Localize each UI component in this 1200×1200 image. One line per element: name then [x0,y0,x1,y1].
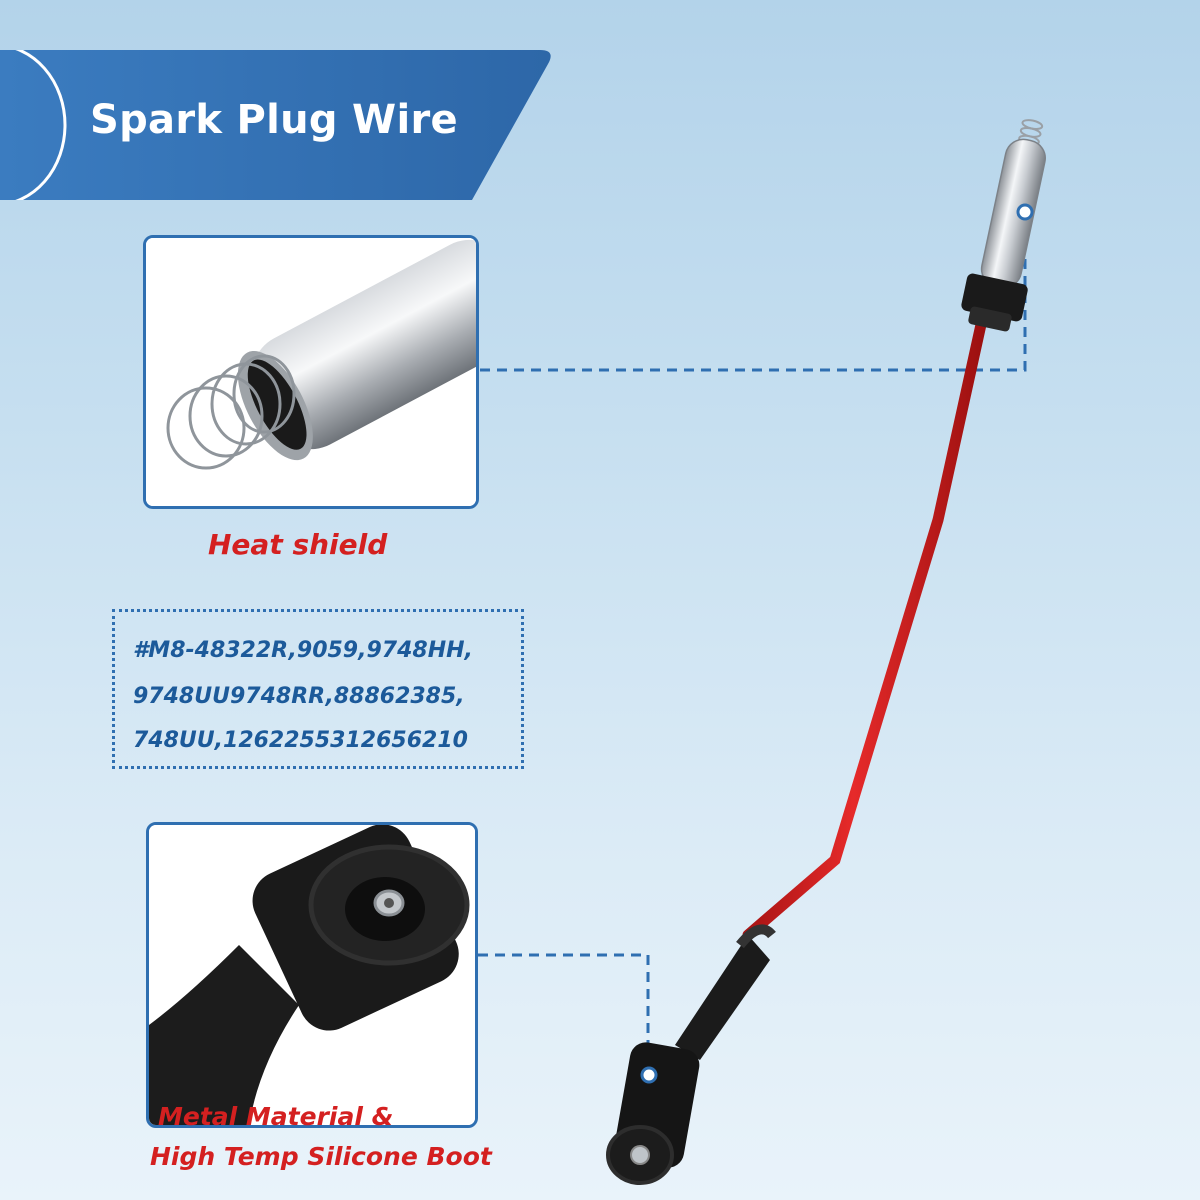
part-numbers-line: 9748UU9748RR,88862385, [133,684,465,709]
callout-dot-bottom [640,1066,658,1084]
callout-dot-top [1016,203,1034,221]
part-numbers-line: #M8-48322R,9059,9748HH, [133,638,473,663]
leader-line-bottom [478,953,650,1075]
boot-caption-line-1: Metal Material & [158,1102,394,1131]
red-wire [742,314,988,941]
part-numbers-line: 748UU,12622553126562​10 [133,728,468,753]
boot-connector [606,924,776,1185]
heat-shield-connector [961,119,1046,332]
heat-shield-detail-image [143,235,479,509]
boot-detail-image [146,822,478,1128]
boot-caption-line-2: High Temp Silicone Boot [150,1142,492,1171]
title-banner: Spark Plug Wire [0,50,560,200]
part-numbers-box: #M8-48322R,9059,9748HH, 9748UU9748RR,888… [112,609,524,769]
page-title: Spark Plug Wire [90,97,458,143]
leader-line-top [480,215,1027,372]
banner-shape [0,50,551,200]
heat-shield-caption: Heat shield [208,528,388,561]
